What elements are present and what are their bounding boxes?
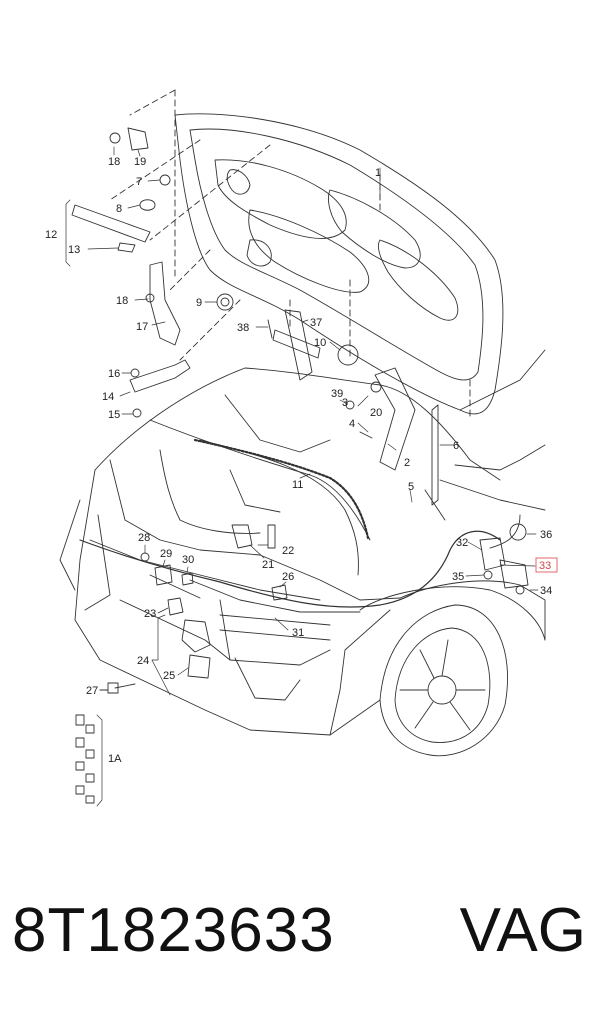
callout-26: 26 [282,571,294,583]
callout-4: 4 [349,418,355,430]
callout-34: 34 [540,585,552,597]
engine-bay-body [59,367,501,736]
callout-37: 37 [310,317,322,329]
callout-14: 14 [102,391,114,403]
callout-31: 31 [292,627,304,639]
callout-22: 22 [282,545,294,557]
callout-1: 1 [375,167,381,179]
callout-24: 24 [137,655,149,667]
callout-17: 17 [136,321,148,333]
callout-25: 25 [163,670,175,682]
callout-2: 2 [404,457,410,469]
hood-hinge-and-strut [267,309,446,521]
callout-3: 3 [342,397,348,409]
leader-lines [65,146,539,807]
callout-7: 7 [136,176,142,188]
callout-23: 23 [144,608,156,620]
callout-16: 16 [108,368,120,380]
callout-labels: 18 19 7 8 12 13 18 9 17 38 37 10 1 16 14… [45,156,558,765]
callout-1A: 1A [108,753,122,765]
callout-5: 5 [408,481,414,493]
callout-32: 32 [456,537,468,549]
callout-6: 6 [453,440,459,452]
callout-20: 20 [370,407,382,419]
callout-38: 38 [237,322,249,334]
callout-35: 35 [452,571,464,583]
bracket-parts-top-left [71,127,234,346]
callout-33-highlight [535,557,558,573]
right-fender-and-wheel [359,349,546,757]
parts-diagram: 18 19 7 8 12 13 18 9 17 38 37 10 1 16 14… [45,89,558,807]
callout-19: 19 [134,156,146,168]
callout-21: 21 [262,559,274,571]
callout-18-mid: 18 [116,295,128,307]
callout-29: 29 [160,548,172,560]
part-number: 8T1823633 [12,896,335,965]
hood-panel [174,113,504,415]
callout-13: 13 [68,244,80,256]
callout-10: 10 [314,337,326,349]
callout-36: 36 [540,529,552,541]
callout-30: 30 [182,554,194,566]
exploded-view-lines [109,89,471,421]
callout-39: 39 [331,388,343,400]
callout-28: 28 [138,532,150,544]
callout-33: 33 [539,560,551,572]
callout-12: 12 [45,229,57,241]
callout-27: 27 [86,685,98,697]
callout-18-top: 18 [108,156,120,168]
callout-8: 8 [116,203,122,215]
left-latch-bracket [129,359,191,418]
brand-label: VAG [459,896,586,965]
callout-15: 15 [108,409,120,421]
callout-9: 9 [196,297,202,309]
fastener-set-1a [75,714,95,804]
callout-11: 11 [292,479,303,491]
lower-left-latch-parts [99,524,288,694]
